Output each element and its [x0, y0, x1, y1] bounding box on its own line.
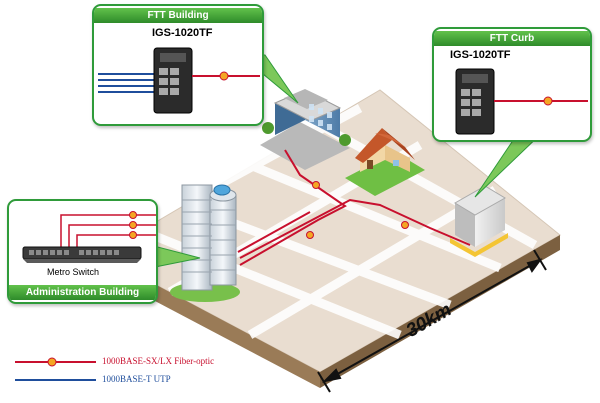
fiber-node	[129, 211, 137, 219]
callout-title: Administration Building	[9, 285, 156, 300]
curb-cabinet-illustration	[450, 185, 508, 257]
house-illustration	[355, 128, 415, 172]
distance-dimension	[317, 249, 547, 393]
admin-switch-diagram	[22, 211, 156, 263]
callout-ftt-building: FTT Building IGS-1020TF	[92, 4, 264, 126]
fiber-node	[401, 221, 409, 229]
fiber-nodes	[306, 181, 409, 239]
callout-title: FTT Building	[94, 8, 262, 23]
metro-switch-label: Metro Switch	[47, 267, 100, 277]
callout-admin-building: Metro Switch Administration Building	[7, 199, 158, 304]
admin-tower-illustration	[170, 184, 240, 302]
legend-fiber-label: 1000BASE-SX/LX Fiber-optic	[102, 356, 215, 366]
device-model-label: IGS-1020TF	[152, 27, 213, 39]
device-model-label: IGS-1020TF	[450, 49, 511, 61]
legend-utp-label: 1000BASE-T UTP	[102, 374, 171, 384]
fiber-node	[312, 181, 320, 189]
ftt-curb-device-diagram	[455, 68, 588, 135]
fiber-node	[306, 231, 314, 239]
fiber-node	[129, 221, 137, 229]
ftt-building-device-diagram	[98, 47, 260, 114]
legend-lines	[15, 357, 96, 381]
fiber-routes	[237, 149, 471, 266]
fiber-node	[129, 231, 137, 239]
callout-title: FTT Curb	[434, 31, 590, 46]
callout-ftt-curb: FTT Curb IGS-1020TF	[432, 27, 592, 142]
